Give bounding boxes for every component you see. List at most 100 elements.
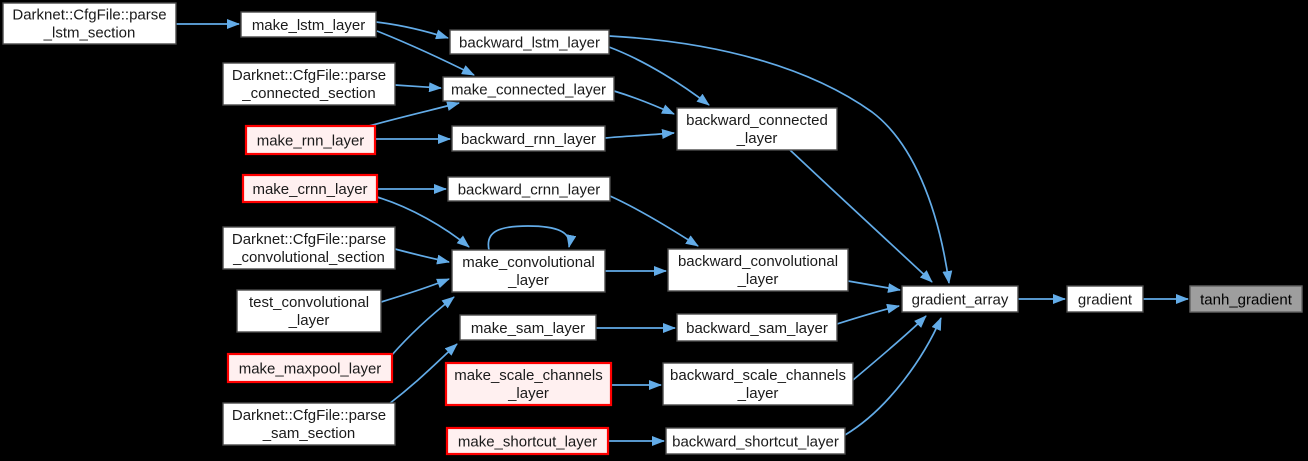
node-label: _layer xyxy=(507,385,549,402)
node-label: Darknet::CfgFile::parse xyxy=(232,231,386,248)
node-parse-sam-section[interactable]: Darknet::CfgFile::parse_sam_section xyxy=(222,402,396,446)
node-box xyxy=(459,314,597,341)
node-make-lstm-layer[interactable]: make_lstm_layer xyxy=(240,11,377,38)
node-label: Darknet::CfgFile::parse xyxy=(232,67,386,84)
node-parse-connected-section[interactable]: Darknet::CfgFile::parse_connected_sectio… xyxy=(222,62,396,106)
node-label: backward_scale_channels xyxy=(670,367,846,384)
node-box xyxy=(676,107,838,151)
edge-make-maxpool-layer-to-make-convolutional-layer xyxy=(390,296,455,357)
node-label: make_scale_channels xyxy=(454,367,602,384)
node-box xyxy=(1189,285,1303,313)
edge-make-crnn-layer-to-make-convolutional-layer xyxy=(376,196,470,248)
node-box xyxy=(451,249,606,293)
node-make-scale-channels-layer[interactable]: make_scale_channels_layer xyxy=(444,361,613,407)
node-gradient[interactable]: gradient xyxy=(1066,285,1144,313)
node-box xyxy=(449,29,610,55)
edge-backward-convolutional-layer-to-gradient-array xyxy=(847,280,901,293)
node-label: _convolutional_section xyxy=(232,249,385,266)
edge-make-convolutional-layer-to-make-convolutional-layer xyxy=(487,225,577,251)
node-box xyxy=(241,173,379,204)
edge-backward-scale-channels-layer-to-gradient-array xyxy=(852,315,927,381)
node-label: _connected_section xyxy=(241,85,375,102)
edges-layer xyxy=(176,19,1189,446)
node-label: test_convolutional xyxy=(249,294,369,311)
node-box xyxy=(240,11,377,38)
node-label: gradient_array xyxy=(912,292,1009,309)
node-box xyxy=(451,125,606,152)
node-label: make_maxpool_layer xyxy=(239,361,382,378)
node-make-sam-layer[interactable]: make_sam_layer xyxy=(459,314,597,341)
node-label: make_convolutional xyxy=(462,254,595,271)
node-box xyxy=(667,248,849,292)
node-label: Darknet::CfgFile::parse xyxy=(232,407,386,424)
edge-backward-lstm-layer-to-gradient-array xyxy=(608,35,953,284)
node-parse-convolutional-section[interactable]: Darknet::CfgFile::parse_convolutional_se… xyxy=(222,226,396,270)
node-parse-lstm-section[interactable]: Darknet::CfgFile::parse_lstm_section xyxy=(2,2,177,45)
edge-backward-crnn-layer-to-backward-convolutional-layer xyxy=(609,195,699,247)
node-test-convolutional-layer[interactable]: test_convolutional_layer xyxy=(236,289,382,333)
node-box xyxy=(226,352,394,384)
node-box xyxy=(1066,285,1144,313)
node-box xyxy=(2,2,177,45)
node-backward-scale-channels-layer[interactable]: backward_scale_channels_layer xyxy=(662,362,854,406)
edge-backward-sam-layer-to-gradient-array xyxy=(836,303,900,325)
edge-make-rnn-layer-to-make-connected-layer xyxy=(368,101,460,127)
edge-make-connected-layer-to-backward-connected-layer xyxy=(613,90,675,115)
node-box xyxy=(222,402,396,446)
node-box xyxy=(222,62,396,106)
node-box xyxy=(244,124,377,156)
node-backward-connected-layer[interactable]: backward_connected_layer xyxy=(676,107,838,151)
node-label: _layer xyxy=(288,312,330,329)
node-label: make_sam_layer xyxy=(471,320,585,337)
edge-backward-lstm-layer-to-backward-connected-layer xyxy=(608,46,710,106)
node-label: backward_crnn_layer xyxy=(458,182,601,199)
node-box xyxy=(442,76,615,102)
node-label: _layer xyxy=(737,271,779,288)
node-box xyxy=(676,313,838,342)
node-label: _lstm_section xyxy=(43,25,136,42)
edge-parse-connected-section-to-make-connected-layer xyxy=(394,82,442,93)
node-backward-convolutional-layer[interactable]: backward_convolutional_layer xyxy=(667,248,849,292)
node-box xyxy=(447,176,611,202)
node-backward-lstm-layer[interactable]: backward_lstm_layer xyxy=(449,29,610,55)
node-backward-crnn-layer[interactable]: backward_crnn_layer xyxy=(447,176,611,202)
node-make-maxpool-layer[interactable]: make_maxpool_layer xyxy=(226,352,394,384)
node-tanh-gradient[interactable]: tanh_gradient xyxy=(1189,285,1303,313)
node-box xyxy=(662,362,854,406)
node-make-crnn-layer[interactable]: make_crnn_layer xyxy=(241,173,379,204)
edge-test-convolutional-layer-to-make-convolutional-layer xyxy=(380,278,450,303)
edge-parse-sam-section-to-make-sam-layer xyxy=(388,343,458,405)
node-label: make_rnn_layer xyxy=(257,133,365,150)
node-box xyxy=(445,426,610,456)
edge-make-lstm-layer-to-make-connected-layer xyxy=(376,30,475,76)
node-backward-rnn-layer[interactable]: backward_rnn_layer xyxy=(451,125,606,152)
edge-backward-rnn-layer-to-backward-connected-layer xyxy=(604,129,675,139)
edge-backward-connected-layer-to-gradient-array xyxy=(789,149,933,283)
node-box xyxy=(222,226,396,270)
node-gradient-array[interactable]: gradient_array xyxy=(901,285,1019,313)
node-label: backward_convolutional xyxy=(678,253,838,270)
edge-make-lstm-layer-to-backward-lstm-layer xyxy=(375,21,449,40)
node-label: make_shortcut_layer xyxy=(458,434,597,451)
node-backward-sam-layer[interactable]: backward_sam_layer xyxy=(676,313,838,342)
node-make-rnn-layer[interactable]: make_rnn_layer xyxy=(244,124,377,156)
node-label: _layer xyxy=(507,272,549,289)
node-label: _sam_section xyxy=(262,425,356,442)
node-make-convolutional-layer[interactable]: make_convolutional_layer xyxy=(451,249,606,293)
node-make-connected-layer[interactable]: make_connected_layer xyxy=(442,76,615,102)
node-box xyxy=(665,427,846,455)
node-label: backward_connected xyxy=(686,112,828,129)
node-backward-shortcut-layer[interactable]: backward_shortcut_layer xyxy=(665,427,846,455)
node-label: Darknet::CfgFile::parse xyxy=(12,7,166,24)
node-label: make_lstm_layer xyxy=(252,17,365,34)
node-label: _layer xyxy=(737,385,779,402)
edge-backward-shortcut-layer-to-gradient-array xyxy=(844,317,942,436)
node-label: backward_shortcut_layer xyxy=(672,434,839,451)
node-label: tanh_gradient xyxy=(1200,292,1293,309)
node-label: gradient xyxy=(1078,292,1133,309)
node-make-shortcut-layer[interactable]: make_shortcut_layer xyxy=(445,426,610,456)
node-box xyxy=(236,289,382,333)
node-label: make_connected_layer xyxy=(451,82,606,99)
